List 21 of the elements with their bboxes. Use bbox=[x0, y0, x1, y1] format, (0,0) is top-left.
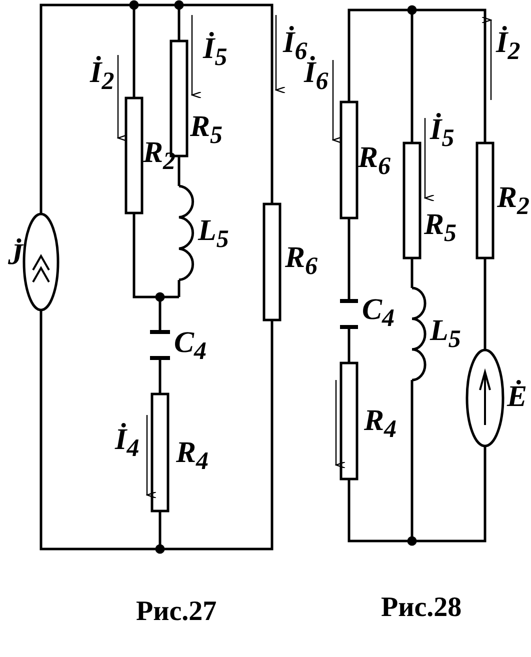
component-label: İ$_{2}$ bbox=[496, 28, 520, 64]
component-label: L$_{5}$ bbox=[198, 216, 229, 252]
component-label: C$_{4}$ bbox=[174, 328, 207, 364]
component-label: R$_{6}$ bbox=[358, 143, 391, 179]
component-label: R$_{6}$ bbox=[285, 243, 318, 279]
component-label: İ$_{4}$ bbox=[115, 425, 140, 461]
component-label: J̇ bbox=[8, 240, 23, 270]
component-label: R$_{4}$ bbox=[364, 406, 397, 442]
component-label: C$_{4}$ bbox=[362, 295, 395, 331]
component-label: R$_{5}$ bbox=[424, 210, 457, 246]
component-label: İ$_{5}$ bbox=[430, 115, 454, 151]
component-label: R$_{2}$ bbox=[497, 183, 530, 219]
component-label: R$_{4}$ bbox=[176, 438, 209, 474]
component-label: R$_{5}$ bbox=[190, 112, 223, 148]
figure-caption: Рис.28 bbox=[381, 594, 462, 622]
figure-caption: Рис.27 bbox=[136, 598, 217, 626]
component-label: İ$_{6}$ bbox=[304, 58, 328, 94]
component-label: L$_{5}$ bbox=[430, 316, 461, 352]
component-label: İ$_{5}$ bbox=[203, 34, 228, 70]
component-label: İ$_{2}$ bbox=[90, 58, 114, 94]
component-label: Ė bbox=[507, 382, 528, 412]
